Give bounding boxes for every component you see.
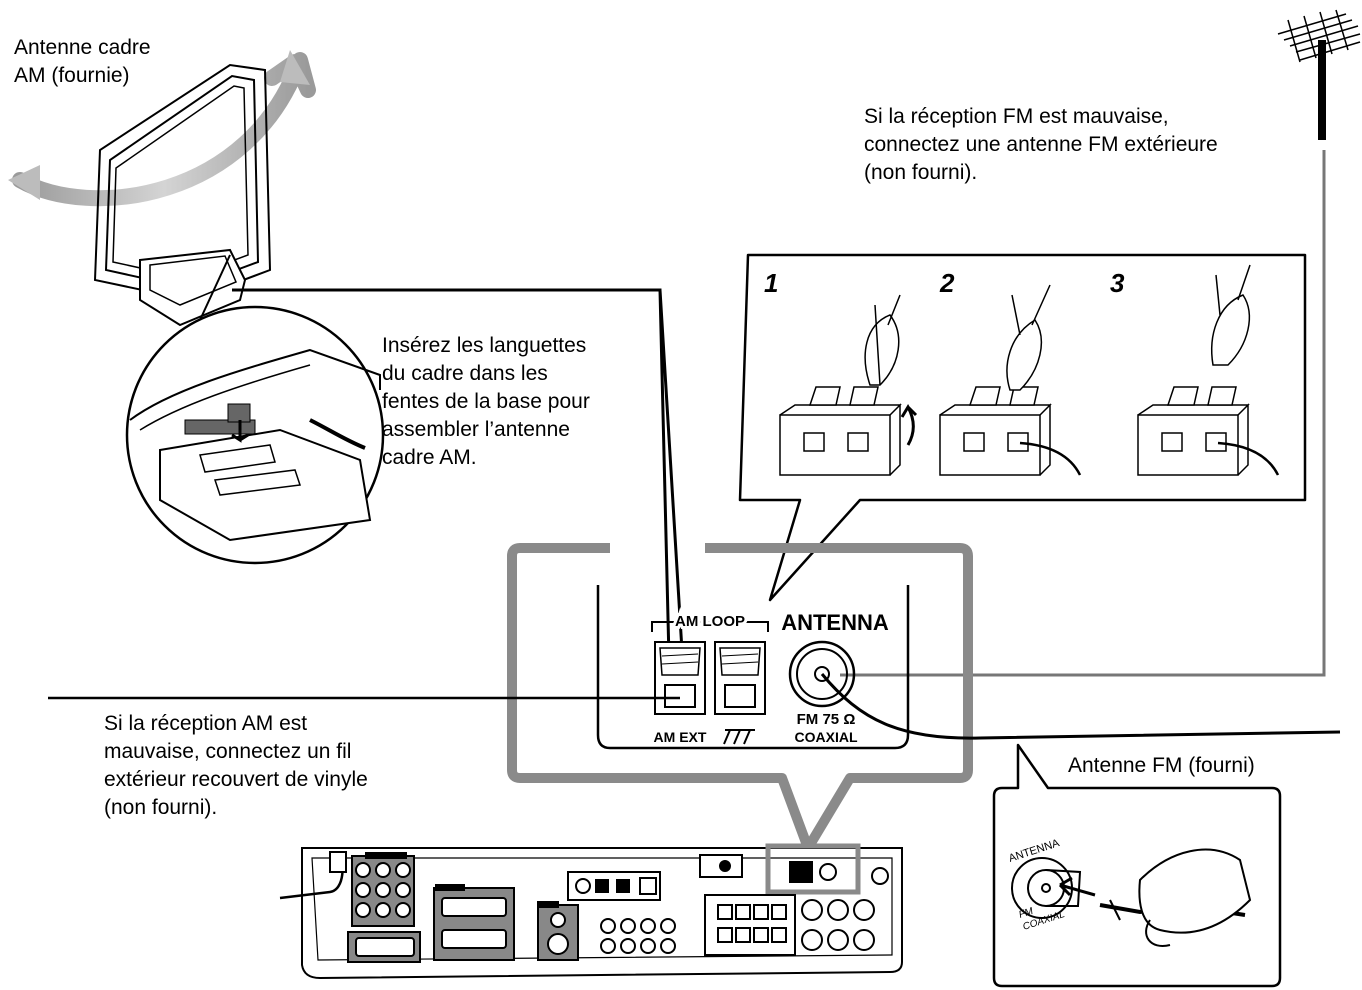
fm-plug-inset xyxy=(992,743,1282,988)
outdoor-fm-antenna-icon xyxy=(1277,9,1361,140)
step-number-2: 2 xyxy=(939,268,955,298)
receiver-rear-panel xyxy=(279,843,903,980)
step-number-1: 1 xyxy=(764,268,778,298)
am-ext-label: AM EXT xyxy=(654,729,707,745)
fm-outdoor-note: Si la réception FM est mauvaise, connect… xyxy=(864,105,1218,184)
am-loop-antenna-label: Antenne cadre AM (fournie) xyxy=(14,36,151,87)
step-number-3: 3 xyxy=(1110,268,1125,298)
am-loop-antenna-icon xyxy=(8,50,316,327)
coaxial-label: COAXIAL xyxy=(795,729,858,745)
fm-feeder-cable xyxy=(820,673,1341,740)
am-loop-cable xyxy=(232,288,687,701)
step-numbers: 1 2 3 xyxy=(764,268,1125,298)
step-illustrations xyxy=(779,264,1280,476)
antenna-label: ANTENNA xyxy=(781,610,889,635)
am-loop-label: AM LOOP xyxy=(675,613,745,630)
ground-symbol-icon xyxy=(723,729,755,745)
am-assembly-note: Insérez les languettes du cadre dans les… xyxy=(382,334,590,469)
outdoor-antenna-cable xyxy=(840,150,1326,677)
antenna-terminal-panel xyxy=(596,585,910,750)
fm-75-label: FM 75 Ω xyxy=(797,711,856,728)
am-outdoor-wire-note: Si la réception AM est mauvaise, connect… xyxy=(104,712,368,819)
fm-antenna-supplied-label: Antenne FM (fourni) xyxy=(1068,754,1255,777)
assembly-detail-circle xyxy=(125,254,385,565)
fm-plug-fm-label: FM xyxy=(1018,906,1036,921)
